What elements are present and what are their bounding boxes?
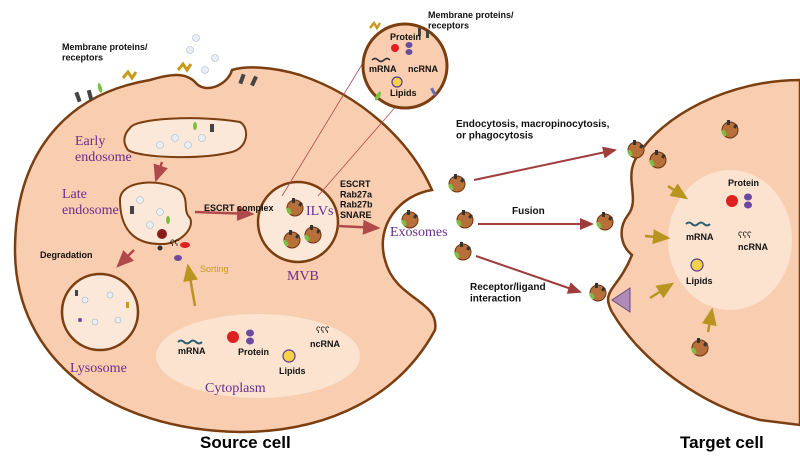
sorting-cargo: ʕʕ bbox=[157, 238, 190, 261]
cytoplasm-mrna-label: mRNA bbox=[178, 346, 206, 356]
fusion-label: Fusion bbox=[512, 206, 545, 217]
svg-text:ʕʕʕ: ʕʕʕ bbox=[738, 230, 752, 240]
inset-membrane-label: Membrane proteins/receptors bbox=[428, 10, 514, 30]
source-internal-arrows bbox=[116, 161, 381, 307]
exosomes-label: Exosomes bbox=[390, 225, 448, 240]
target-ncrna-label: ncRNA bbox=[738, 242, 769, 252]
target-lipids-label: Lipids bbox=[686, 276, 713, 286]
target-cargo: ʕʕʕ bbox=[685, 193, 752, 272]
inset-ncrna-label: ncRNA bbox=[408, 64, 439, 74]
endocytosis-label: Endocytosis, macropinocytosis,or phagocy… bbox=[456, 119, 610, 142]
source-membrane-label: Membrane proteins/receptors bbox=[62, 42, 148, 62]
early-endosome bbox=[123, 117, 248, 159]
inset-mrna-label: mRNA bbox=[369, 64, 397, 74]
lysosome-label: Lysosome bbox=[70, 361, 127, 376]
receptor-ligand-complex bbox=[611, 287, 631, 313]
ilvs-label: ILVs bbox=[306, 204, 334, 219]
exosome-inset bbox=[361, 20, 449, 110]
zoom-line-right bbox=[317, 103, 399, 197]
late-endosome bbox=[118, 181, 192, 246]
target-gold-arrows bbox=[644, 183, 717, 333]
mvb bbox=[256, 180, 340, 264]
cytoplasm-protein-label: Protein bbox=[238, 347, 269, 357]
mvb-label: MVB bbox=[287, 269, 319, 284]
sorting-label: Sorting bbox=[200, 264, 229, 274]
source-membrane-proteins bbox=[74, 34, 258, 103]
svg-text:ʕʕʕ: ʕʕʕ bbox=[316, 325, 330, 335]
cytoplasm-ncrna-label: ncRNA bbox=[310, 339, 341, 349]
target-mrna-label: mRNA bbox=[686, 232, 714, 242]
cytoplasm-lipids-label: Lipids bbox=[279, 366, 306, 376]
lysosome bbox=[60, 272, 140, 352]
degradation-label: Degradation bbox=[40, 250, 93, 260]
zoom-line-left bbox=[281, 47, 373, 197]
target-cytoplasm bbox=[668, 170, 792, 310]
cytoplasm-region: ʕʕʕ bbox=[156, 314, 360, 398]
source-cell-title: Source cell bbox=[200, 433, 291, 452]
uptake-arrows bbox=[473, 146, 617, 294]
target-cell-title: Target cell bbox=[680, 433, 764, 452]
escrt-complex-label: ESCRT complex bbox=[204, 203, 274, 213]
svg-text:ʕʕ: ʕʕ bbox=[170, 238, 180, 248]
target-protein-label: Protein bbox=[728, 178, 759, 188]
cytoplasm-title: Cytoplasm bbox=[205, 381, 266, 396]
inset-protein-label: Protein bbox=[390, 32, 421, 42]
inset-lipids-label: Lipids bbox=[390, 88, 417, 98]
